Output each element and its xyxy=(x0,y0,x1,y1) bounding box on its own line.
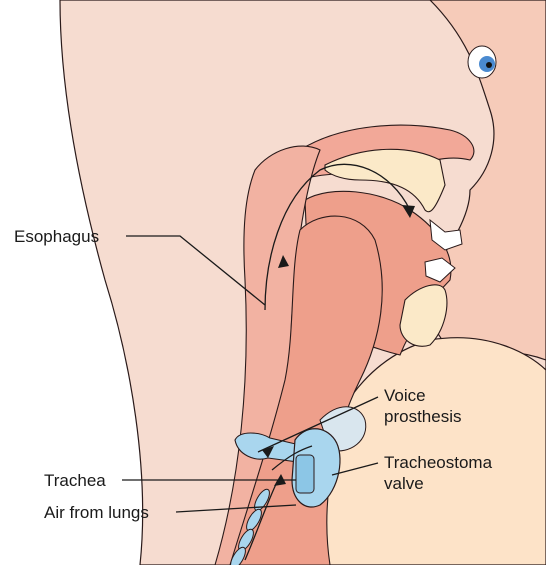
label-esophagus: Esophagus xyxy=(14,226,99,247)
label-tracheostoma-valve: Tracheostoma valve xyxy=(384,452,492,494)
label-tracheostoma-valve-line-2: valve xyxy=(384,473,492,494)
label-voice-prosthesis-line-1: Voice xyxy=(384,385,461,406)
label-trachea: Trachea xyxy=(44,470,106,491)
label-air-from-lungs: Air from lungs xyxy=(44,502,149,523)
label-voice-prosthesis: Voice prosthesis xyxy=(384,385,461,427)
pupil xyxy=(486,62,492,68)
valve-cap xyxy=(296,455,314,493)
label-tracheostoma-valve-line-1: Tracheostoma xyxy=(384,452,492,473)
label-voice-prosthesis-line-2: prosthesis xyxy=(384,406,461,427)
